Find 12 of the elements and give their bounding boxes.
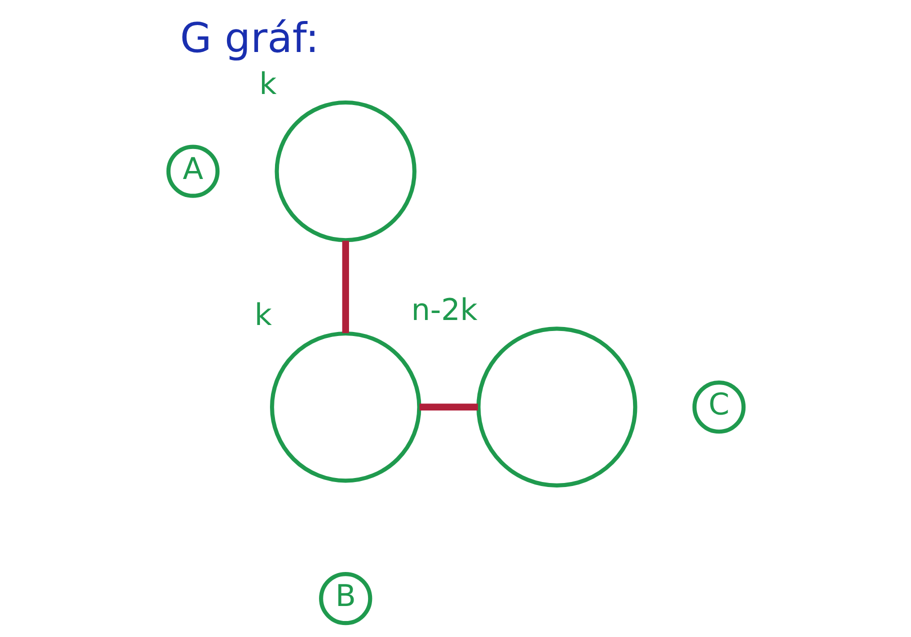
node-circle: B [318, 572, 372, 626]
node-circle: C [692, 380, 746, 434]
connector [418, 404, 478, 410]
connector [342, 240, 349, 334]
diagram-title: G gráf: [179, 14, 319, 62]
node-circle: A [166, 144, 220, 198]
node-label: k [254, 298, 272, 333]
node-label: k [258, 66, 276, 102]
node-label: n-2k [410, 293, 478, 328]
node-circle [476, 326, 637, 488]
node-circle [269, 331, 421, 483]
node-circle [274, 100, 416, 242]
